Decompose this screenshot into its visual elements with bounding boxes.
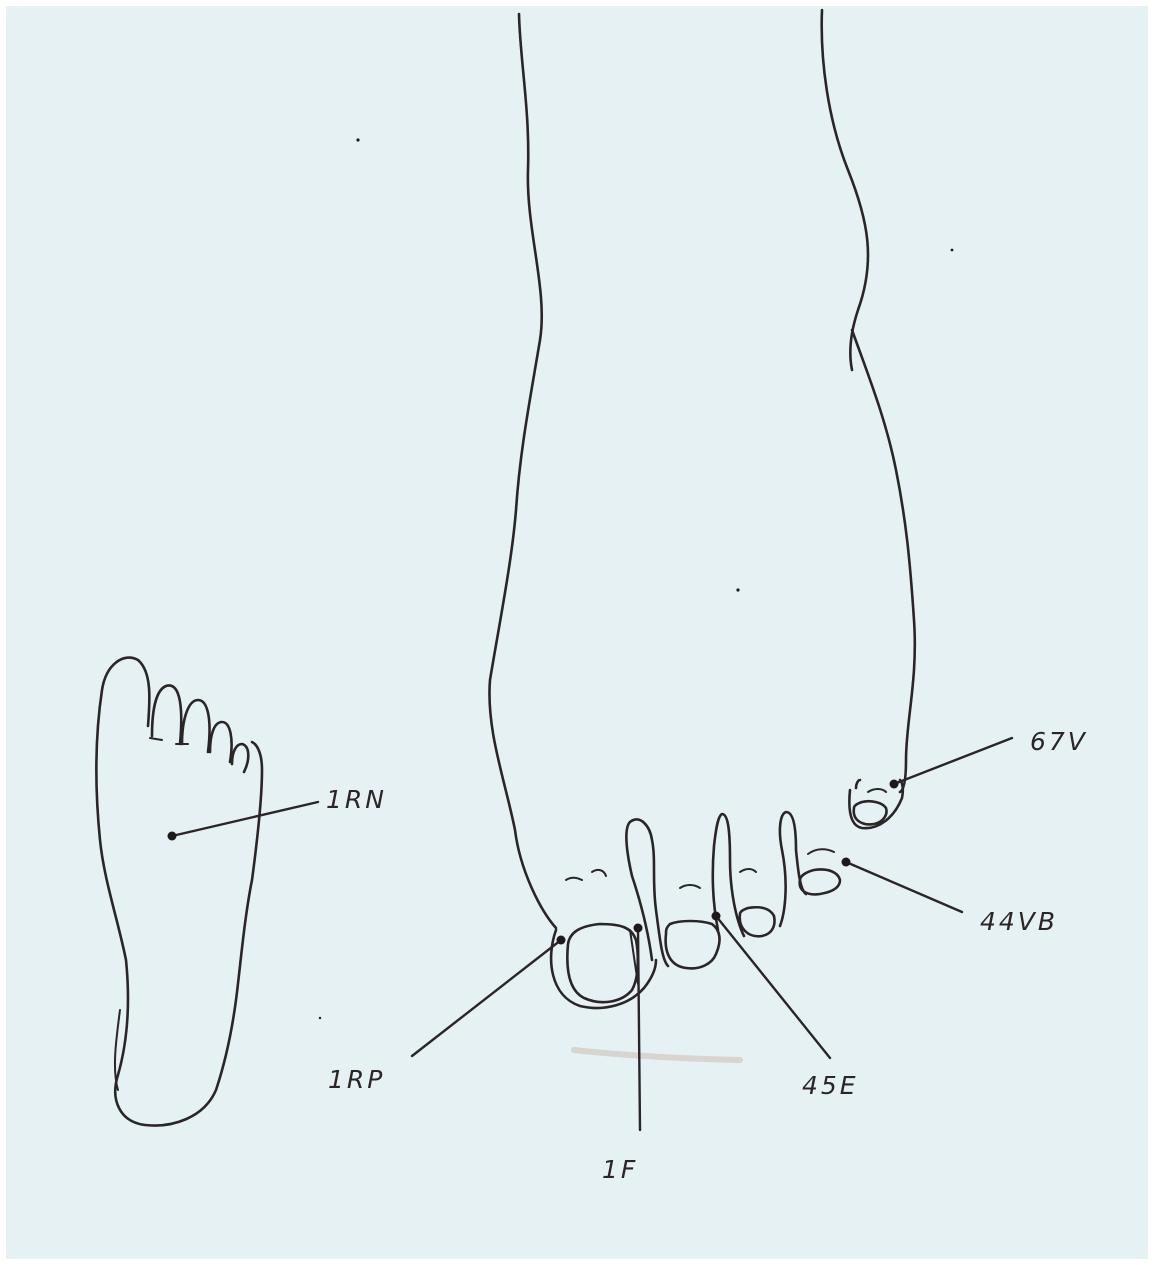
point-marker-45E (712, 912, 721, 921)
point-marker-1RN (168, 832, 177, 841)
point-label-44VB: 44VB (980, 907, 1058, 936)
point-label-1RP: 1RP (328, 1065, 385, 1094)
point-marker-44VB (842, 858, 851, 867)
point-label-67V: 67V (1030, 727, 1088, 756)
point-label-1RN: 1RN (326, 785, 387, 814)
point-marker-67V (890, 780, 899, 789)
paper-background (6, 6, 1148, 1259)
point-label-45E: 45E (802, 1071, 859, 1100)
point-marker-1RP (557, 936, 566, 945)
point-marker-1F (634, 924, 643, 933)
point-label-1F: 1F (602, 1155, 638, 1184)
